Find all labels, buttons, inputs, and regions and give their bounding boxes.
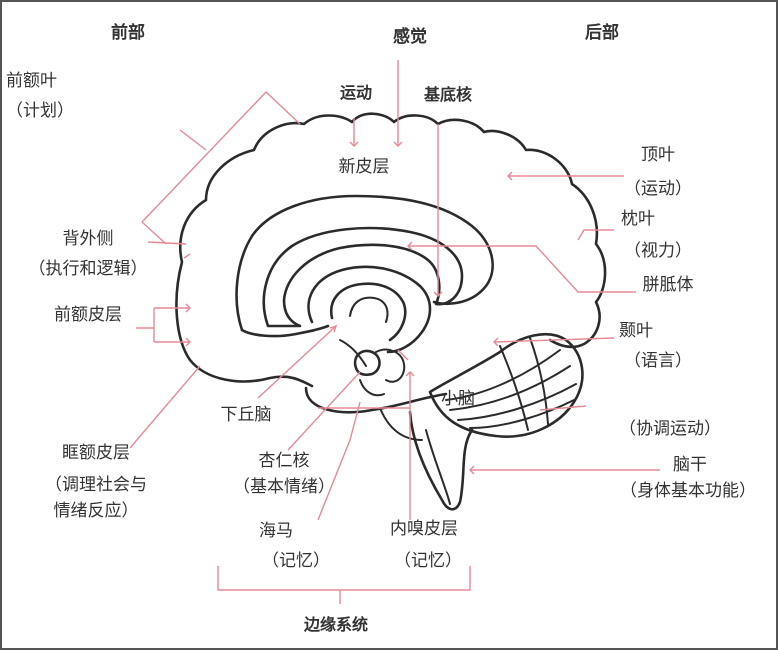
- label-brainstem-fn: （身体基本功能）: [620, 481, 756, 501]
- label-orbitofrontal: 眶额皮层: [62, 443, 130, 463]
- label-hippocampus-fn: （记忆）: [262, 551, 330, 571]
- label-parietal: 顶叶: [641, 145, 675, 165]
- label-brainstem: 脑干: [673, 455, 707, 475]
- labels: 前部 感觉 后部 前额叶 （计划） 背外侧 （执行和逻辑） 前额皮层 眶额皮层 …: [6, 22, 756, 634]
- inner-outline: [235, 194, 494, 332]
- inner-outline-lower: [240, 324, 330, 338]
- mammillary-shape: [359, 379, 385, 397]
- brainstem-outline: [408, 410, 474, 511]
- label-amygdala: 杏仁核: [259, 451, 310, 471]
- label-prefrontal-cortex: 前额皮层: [54, 305, 122, 325]
- label-entorhinal: 内嗅皮层: [390, 519, 458, 539]
- label-occipital-fn: （视力）: [624, 241, 692, 261]
- label-prefrontal-fn: （计划）: [6, 101, 74, 121]
- temporal-outline: [304, 386, 448, 414]
- amygdala-shape: [353, 349, 381, 377]
- label-occipital: 枕叶: [621, 209, 655, 229]
- corpus-callosum-outline: [262, 226, 464, 328]
- cerebellum-outline: [428, 332, 584, 438]
- label-motor: 运动: [340, 83, 372, 102]
- label-entorhinal-fn: （记忆）: [394, 551, 462, 571]
- leader-lines: [129, 60, 660, 604]
- cortex-outline: [175, 112, 607, 362]
- label-cerebellum: 小脑: [441, 389, 475, 409]
- label-corpus-callosum: 胼胝体: [643, 275, 694, 295]
- label-limbic: 边缘系统: [303, 615, 368, 634]
- label-cerebellum-fn: （协调运动）: [619, 419, 721, 439]
- label-dorsolateral-fn: （执行和逻辑）: [29, 259, 148, 279]
- header-top: 感觉: [393, 26, 427, 47]
- hippocampus-shape: [375, 348, 406, 383]
- thalamus-inner: [349, 296, 389, 323]
- label-basal-ganglia: 基底核: [423, 85, 472, 104]
- label-prefrontal: 前额叶: [6, 71, 57, 91]
- header-back: 后部: [585, 22, 619, 43]
- label-temporal: 颞叶: [619, 321, 653, 341]
- label-hippocampus: 海马: [259, 521, 293, 541]
- label-amygdala-fn: （基本情绪）: [233, 477, 335, 497]
- label-temporal-fn: （语言）: [624, 351, 692, 371]
- thalamus-outline: [329, 282, 407, 342]
- label-neocortex: 新皮层: [339, 157, 390, 177]
- cortex-underside: [188, 358, 314, 388]
- fornix-outline: [307, 265, 432, 354]
- hypothalamus-shape: [339, 339, 367, 367]
- label-orbitofrontal-fn-1: （调理社会与: [45, 475, 147, 495]
- label-orbitofrontal-fn-2: 情绪反应）: [54, 501, 139, 521]
- label-dorsolateral: 背外侧: [63, 229, 114, 249]
- brainstem-detail: [425, 429, 451, 505]
- brain-outline: [175, 112, 607, 511]
- cerebellum-folia: [445, 337, 577, 431]
- label-parietal-fn: （运动）: [624, 179, 692, 199]
- header-front: 前部: [111, 22, 145, 43]
- label-hypothalamus: 下丘脑: [221, 405, 272, 425]
- pons-outline: [379, 407, 423, 441]
